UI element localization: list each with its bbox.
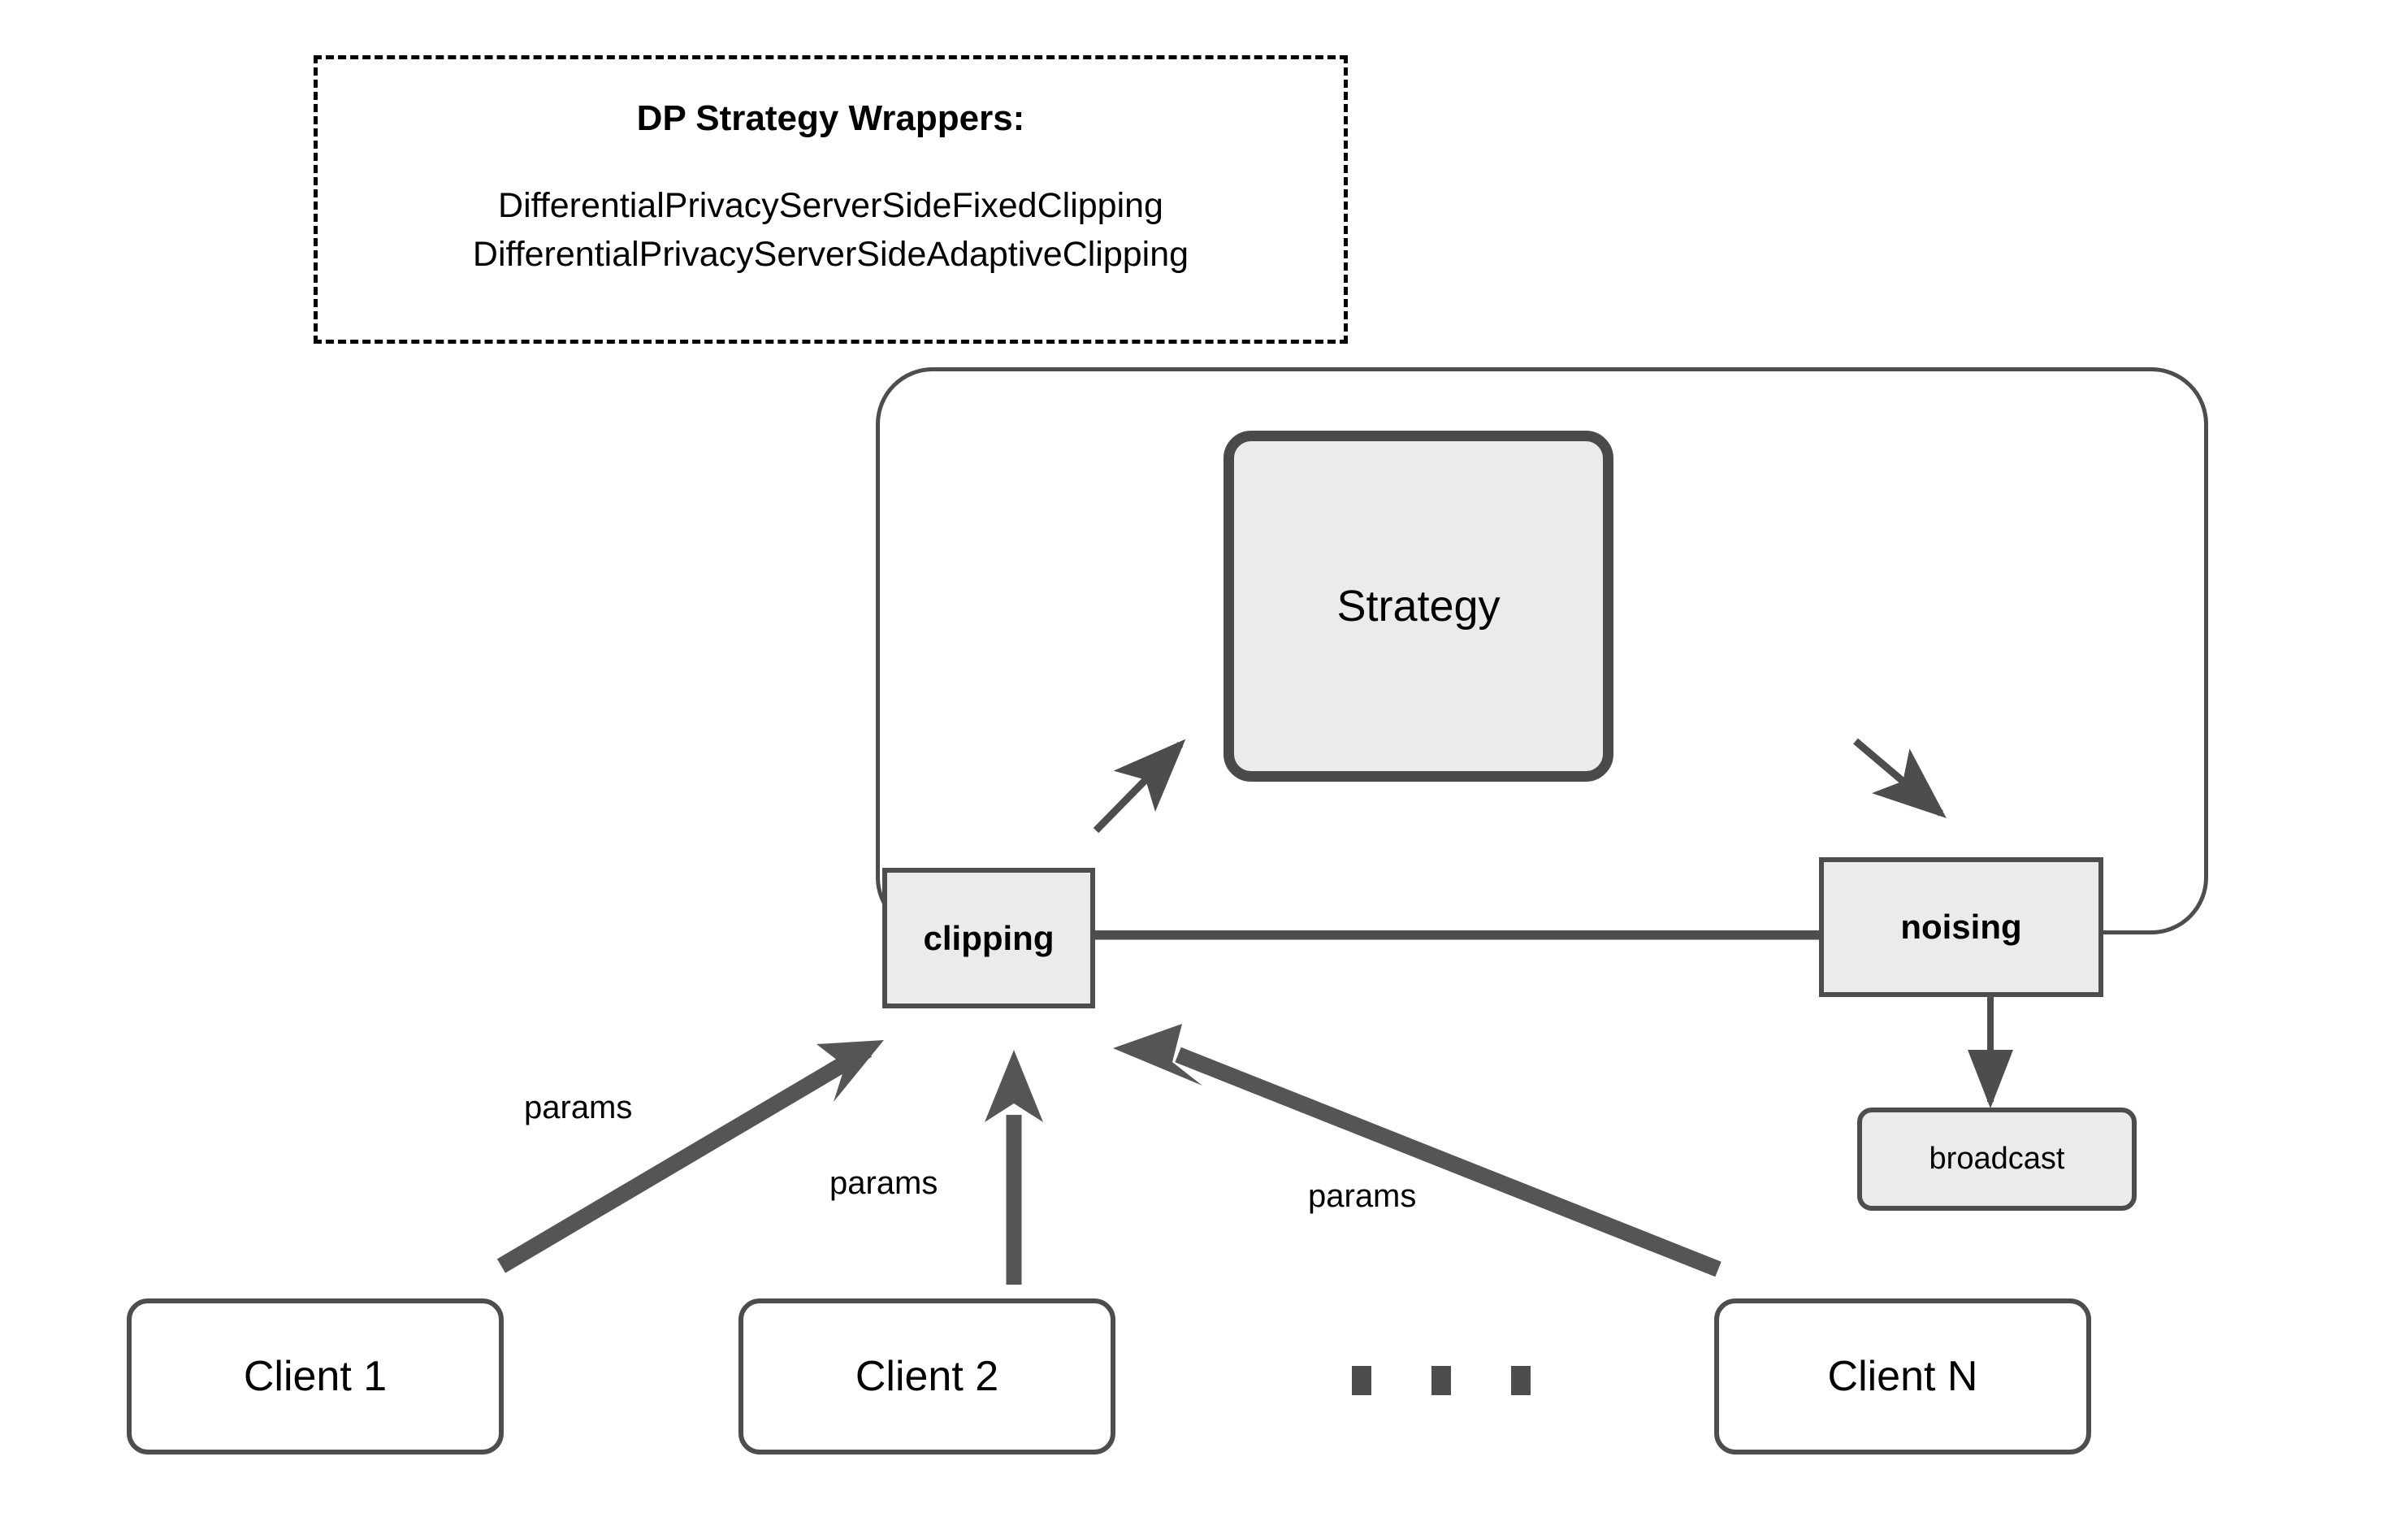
params-label-client-n: params [1308,1178,1417,1214]
clients-ellipsis-icon [1352,1364,1531,1397]
client-1-label: Client 1 [243,1353,388,1400]
edge-client-n-to-clipping [1113,1024,1722,1277]
edge-client-2-to-clipping [985,1050,1043,1285]
params-label-client-2: params [829,1165,938,1201]
broadcast-box[interactable]: broadcast [1857,1108,2137,1211]
client-1-box[interactable]: Client 1 [127,1298,504,1454]
params-label-client-1: params [524,1090,633,1125]
ellipsis-dot-3 [1511,1366,1531,1395]
client-n-label: Client N [1827,1353,1978,1400]
dp-wrapper-class-adaptive-clipping: DifferentialPrivacyServerSideAdaptiveCli… [472,235,1189,274]
ellipsis-dot-2 [1431,1366,1451,1395]
client-n-box[interactable]: Client N [1714,1298,2091,1454]
ellipsis-dot-1 [1352,1366,1371,1395]
noising-label: noising [1900,908,2022,946]
dp-strategy-wrappers-annotation: DP Strategy Wrappers: DifferentialPrivac… [314,55,1348,344]
strategy-label: Strategy [1336,582,1501,631]
edge-client-1-to-clipping [496,1040,884,1273]
dp-wrappers-title: DP Strategy Wrappers: [636,98,1025,138]
broadcast-label: broadcast [1929,1142,2065,1176]
client-2-label: Client 2 [855,1353,999,1400]
clipping-box[interactable]: clipping [882,868,1095,1008]
clipping-label: clipping [923,918,1055,957]
dp-wrapper-class-fixed-clipping: DifferentialPrivacyServerSideFixedClippi… [498,186,1163,225]
strategy-box[interactable]: Strategy [1223,431,1613,782]
client-2-box[interactable]: Client 2 [738,1298,1115,1454]
noising-box[interactable]: noising [1819,857,2103,997]
